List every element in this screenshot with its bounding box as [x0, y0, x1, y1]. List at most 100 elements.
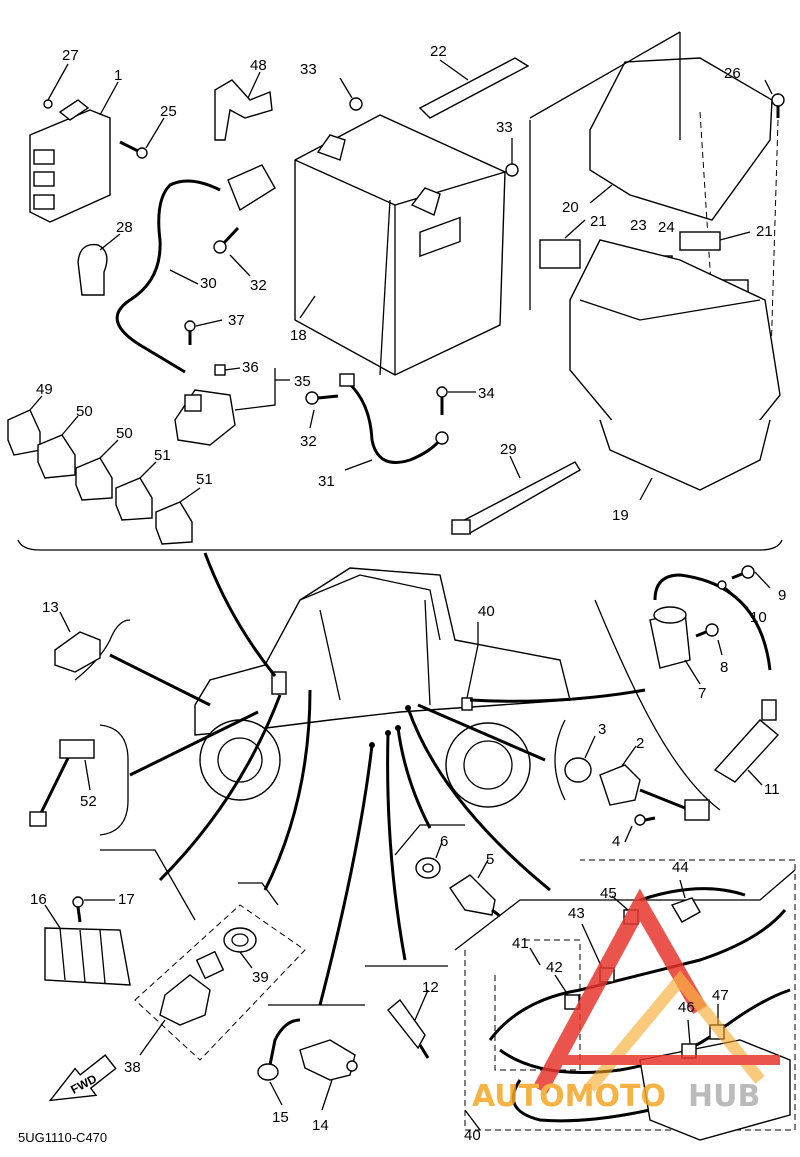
callout-c33a: 33 — [300, 61, 317, 78]
callout-c21a: 21 — [590, 213, 607, 230]
part-bolt-32b — [305, 391, 339, 405]
callout-c34: 34 — [478, 385, 495, 402]
callout-c22: 22 — [430, 43, 447, 60]
part-pad-21a — [539, 239, 581, 269]
part-nut-33a — [349, 97, 363, 111]
callout-c36: 36 — [242, 359, 259, 376]
part-screw-4 — [634, 814, 656, 826]
part-spark-plug-12 — [387, 998, 430, 1059]
leader-41 — [529, 947, 541, 966]
part-bolt-37 — [184, 320, 196, 345]
part-ecu-bracket-16 — [44, 927, 131, 986]
callout-c28: 28 — [116, 219, 133, 236]
callout-c23: 23 — [630, 217, 647, 234]
callout-c50a: 50 — [76, 403, 93, 420]
callout-c42: 42 — [546, 959, 563, 976]
callout-c32a: 32 — [250, 277, 267, 294]
part-ecu-unit — [29, 99, 111, 223]
callout-c21b: 21 — [756, 223, 773, 240]
part-o-ring-3 — [564, 757, 592, 783]
part-coupler-50b — [75, 457, 113, 501]
callout-c9: 9 — [778, 587, 786, 604]
section-divider — [17, 539, 783, 551]
part-pad-21b — [679, 231, 721, 251]
part-cover-20 — [589, 57, 773, 221]
callout-c48: 48 — [250, 57, 267, 74]
part-cable-30 — [115, 164, 276, 374]
callout-c45: 45 — [600, 885, 617, 902]
part-sensor-52 — [29, 739, 95, 827]
part-starter-relay-35 — [174, 389, 236, 446]
callout-c19: 19 — [612, 507, 629, 524]
callout-c17: 17 — [118, 891, 135, 908]
part-bolt-8 — [695, 623, 719, 638]
callout-c37: 37 — [228, 312, 245, 329]
part-sensor-13 — [54, 631, 101, 673]
callout-c11: 11 — [764, 781, 780, 798]
callout-c41: 41 — [512, 935, 529, 952]
callout-c13: 13 — [42, 599, 59, 616]
callout-c49: 49 — [36, 381, 53, 398]
callout-c50b: 50 — [116, 425, 133, 442]
part-coupler-51b — [155, 501, 193, 545]
part-bolt-25 — [119, 140, 148, 159]
callout-c51b: 51 — [196, 471, 213, 488]
callout-c33b: 33 — [496, 119, 513, 136]
part-bolt-32a — [213, 226, 240, 254]
part-fuse-36 — [214, 364, 226, 376]
watermark-text-hub: HUB — [688, 1079, 760, 1114]
part-battery-box-19 — [569, 239, 781, 491]
callout-c52: 52 — [80, 793, 97, 810]
part-gasket-39 — [223, 927, 257, 953]
part-bolt-26 — [771, 93, 785, 118]
callout-c2: 2 — [636, 735, 644, 752]
callout-c15: 15 — [272, 1109, 289, 1126]
part-bolt-17 — [72, 896, 84, 923]
part-cable-tie-29 — [451, 461, 581, 535]
part-clip-28 — [77, 243, 108, 296]
callout-c1: 1 — [114, 67, 122, 84]
callout-c4: 4 — [612, 833, 620, 850]
part-nut-33b — [505, 163, 519, 177]
part-sensor-15 — [257, 1018, 301, 1081]
callout-c12: 12 — [422, 979, 439, 996]
callout-c20: 20 — [562, 199, 579, 216]
part-washer-10 — [717, 580, 727, 590]
callout-c38: 38 — [124, 1059, 141, 1076]
group-box-38 — [134, 904, 306, 1061]
part-clamp-48 — [214, 79, 273, 141]
callout-c47: 47 — [712, 987, 729, 1004]
callout-c27: 27 — [62, 47, 79, 64]
part-ignition-coil-7 — [649, 573, 772, 671]
part-bolt-9 — [731, 565, 755, 580]
callout-c26: 26 — [724, 65, 741, 82]
callout-c14: 14 — [312, 1117, 329, 1134]
part-coupler-51a — [115, 477, 153, 521]
leader-harness — [203, 552, 277, 677]
part-cable-31 — [339, 373, 449, 464]
part-washer-6 — [415, 857, 441, 879]
callout-c6: 6 — [440, 833, 448, 850]
group-box-40 — [464, 859, 796, 1131]
callout-c24: 24 — [658, 219, 675, 236]
callout-c8: 8 — [720, 659, 728, 676]
part-coupler-50a — [37, 434, 76, 479]
callout-c16: 16 — [30, 891, 47, 908]
part-sensor-14 — [299, 1039, 358, 1081]
callout-c51a: 51 — [154, 447, 171, 464]
diagram-code: 5UG1110-C470 — [18, 1130, 107, 1145]
callout-c7: 7 — [698, 685, 706, 702]
callout-c40a: 40 — [478, 603, 495, 620]
callout-c5: 5 — [486, 851, 494, 868]
callout-c10: 10 — [750, 609, 767, 626]
part-fuse-holder-44 — [670, 897, 701, 923]
part-switch-38 — [159, 950, 225, 1026]
callout-c31: 31 — [318, 473, 335, 490]
callout-c43: 43 — [568, 905, 585, 922]
callout-c39: 39 — [252, 969, 269, 986]
callout-c46: 46 — [678, 999, 695, 1016]
vehicle-outline — [194, 567, 571, 808]
